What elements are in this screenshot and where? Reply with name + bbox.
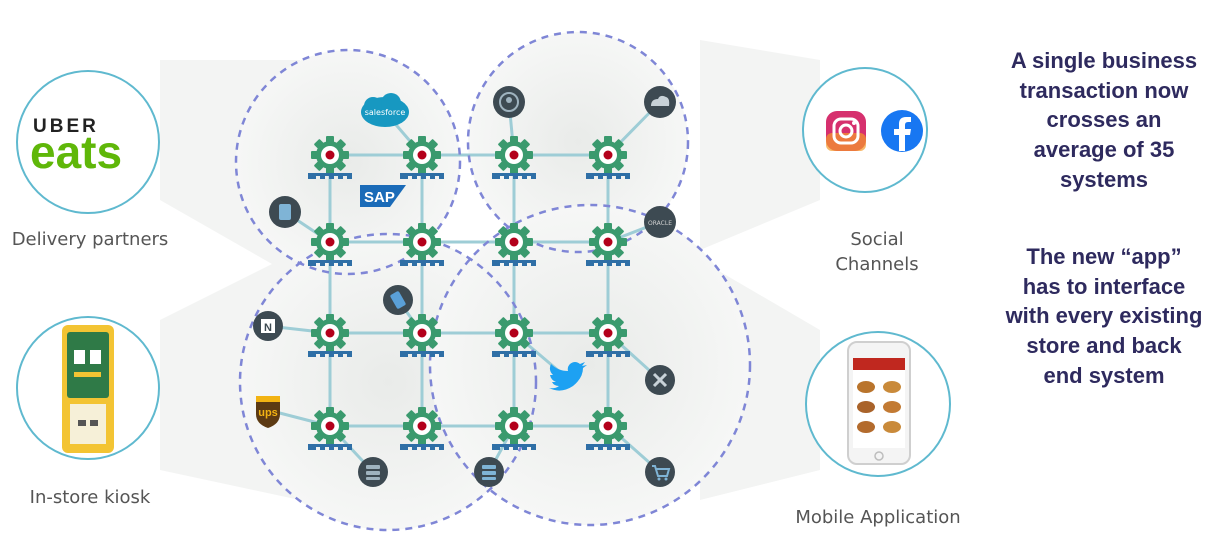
delivery-partners-label: Delivery partners	[12, 229, 169, 250]
social-circle	[802, 67, 928, 193]
salesforce-text: salesforce	[365, 108, 406, 117]
nginx-node-icon: N	[253, 311, 283, 341]
eats-wordmark: eats	[30, 126, 122, 178]
sap-logo: SAP	[360, 185, 406, 207]
in-store-kiosk-label: In-store kiosk	[30, 487, 151, 508]
channel-labels: Delivery partners In-store kiosk Social …	[12, 229, 961, 528]
message-1-line-4: average of 35	[1034, 137, 1175, 162]
mobile-device-node-icon	[383, 285, 413, 315]
key-messages: A single business transaction now crosse…	[1005, 48, 1203, 388]
message-1-line-5: systems	[1060, 167, 1148, 192]
mobile-application-label: Mobile Application	[795, 507, 960, 528]
user-node-icon	[493, 86, 525, 118]
message-2-line-4: store and back	[1026, 333, 1182, 358]
kiosk-circle	[16, 316, 160, 460]
cloud-node-icon	[644, 86, 676, 118]
salesforce-logo: salesforce	[361, 93, 409, 127]
kiosk-device-icon	[62, 325, 114, 453]
database-node-icon	[474, 457, 504, 487]
uber-eats-circle: UBER eats	[16, 70, 160, 214]
cart-node-icon	[645, 457, 675, 487]
social-label-line-1: Social	[850, 229, 903, 250]
message-1-line-3: crosses an	[1047, 107, 1162, 132]
ups-text: ups	[258, 407, 278, 419]
social-label-line-2: Channels	[835, 254, 918, 275]
smartphone-icon	[847, 341, 911, 465]
tablet-node-icon	[269, 196, 301, 228]
message-1-line-2: transaction now	[1020, 78, 1190, 103]
message-2-line-5: end system	[1043, 363, 1164, 388]
sap-text: SAP	[364, 189, 395, 206]
twitter-bird-icon	[549, 362, 587, 391]
database-node-icon	[358, 457, 388, 487]
message-2-line-1: The new “app”	[1026, 244, 1181, 269]
svg-text:N: N	[264, 322, 272, 334]
oracle-logo: ORACLE	[644, 206, 676, 238]
message-2-line-2: has to interface	[1023, 274, 1186, 299]
message-1-line-1: A single business	[1011, 48, 1197, 73]
cluster-rings	[234, 30, 752, 532]
facebook-icon	[881, 110, 923, 152]
mobile-app-circle	[805, 331, 951, 477]
instagram-icon	[826, 111, 866, 151]
support-node-icon	[645, 365, 675, 395]
uber-wordmark: UBER	[33, 116, 99, 137]
system-nodes: salesforce SAP ORACLE N	[253, 86, 676, 487]
oracle-text: ORACLE	[648, 220, 672, 227]
message-2-line-3: with every existing	[1005, 303, 1203, 328]
ups-logo: ups	[256, 396, 280, 428]
